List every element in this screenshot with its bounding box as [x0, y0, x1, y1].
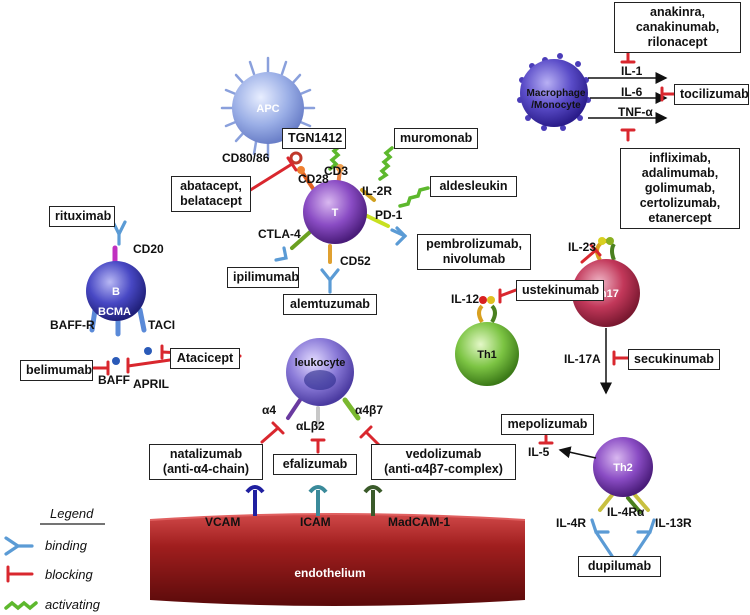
vedolizumab-box: vedolizumab (anti-α4β7-complex) [371, 444, 516, 480]
b-cell [86, 261, 146, 321]
macrophage-label-line2: /Monocyte [531, 100, 581, 111]
dupilumab-box: dupilumab [578, 556, 661, 577]
efalizumab-box: efalizumab [273, 454, 357, 475]
th2-label: Th2 [613, 462, 633, 474]
pd1-label: PD-1 [375, 208, 403, 222]
ustekinumab-box: ustekinumab [516, 280, 604, 301]
a4-label: α4 [262, 403, 277, 417]
cd20-label: CD20 [133, 242, 164, 256]
belimumab-box: belimumab [20, 360, 93, 381]
th1-receptor [477, 296, 497, 324]
il4r-label: IL-4R [556, 516, 586, 530]
natalizumab-box: natalizumab (anti-α4-chain) [149, 444, 263, 480]
icam-label: ICAM [300, 515, 331, 529]
apc-label: APC [256, 103, 279, 115]
legend-activating-label: activating [45, 597, 100, 612]
atacicept-box: Atacicept [170, 348, 240, 369]
ipilimumab-box: ipilimumab [227, 267, 299, 288]
leukocyte-cell [286, 338, 354, 406]
legend-title: Legend [50, 506, 94, 521]
pembrolizumab-box: pembrolizumab, nivolumab [417, 234, 531, 270]
macrophage-cell [517, 53, 591, 131]
secukinumab-box: secukinumab [628, 349, 720, 370]
cd80-86-marker [289, 151, 303, 165]
al-b2-label: αLβ2 [296, 419, 325, 433]
vcam-molecule [245, 485, 265, 516]
icam-molecule [308, 485, 328, 516]
t-cell [303, 180, 367, 244]
abatacept-box: abatacept, belatacept [171, 176, 251, 212]
vcam-label: VCAM [205, 515, 241, 529]
cd52-label: CD52 [340, 254, 371, 268]
taci-label: TACI [148, 318, 176, 332]
leukocyte-label: leukocyte [295, 357, 346, 369]
cd80-86-label: CD80/86 [222, 151, 270, 165]
april-label: APRIL [133, 377, 169, 391]
th17-cell [572, 259, 640, 327]
tnf-label: TNF-α [618, 105, 653, 119]
b-cell-label: B [112, 286, 120, 298]
ctla4-label: CTLA-4 [258, 227, 301, 241]
il1-label: IL-1 [621, 64, 643, 78]
a4b7-label: α4β7 [355, 403, 384, 417]
apc-cell [220, 56, 316, 160]
mepolizumab-box: mepolizumab [501, 414, 594, 435]
baff-molecule [112, 357, 120, 365]
il4ra-label: IL-4Rα [607, 505, 645, 519]
cd28-label: CD28 [298, 172, 329, 186]
binding-symbols [4, 220, 656, 558]
il17a-label: IL-17A [564, 352, 601, 366]
cd3-label: CD3 [324, 164, 349, 178]
macrophage-label-line1: Macrophage [527, 88, 586, 99]
leukocyte-integrins [286, 397, 361, 428]
alemtuzumab-box: alemtuzumab [283, 294, 377, 315]
il5-label: IL-5 [528, 445, 550, 459]
madcam-label: MadCAM-1 [388, 515, 450, 529]
th1-cell [455, 322, 519, 386]
il1-drugs-box: anakinra, canakinumab, rilonacept [614, 2, 741, 53]
legend-blocking-label: blocking [45, 567, 93, 582]
april-molecule [144, 347, 152, 355]
il12-label: IL-12 [451, 292, 480, 306]
il6-label: IL-6 [621, 85, 643, 99]
tgn1412-box: TGN1412 [282, 128, 346, 149]
baff-r-label: BAFF-R [50, 318, 95, 332]
tnf-drugs-box: infliximab, adalimumab, golimumab, certo… [620, 148, 740, 229]
th17-receptor [595, 237, 616, 262]
tocilizumab-box: tocilizumab [674, 84, 749, 105]
rituximab-box: rituximab [49, 206, 115, 227]
il23-label: IL-23 [568, 240, 597, 254]
th2-cell [593, 437, 653, 497]
il5-arrow [558, 446, 597, 459]
endothelium-label: endothelium [294, 566, 365, 580]
th1-label: Th1 [477, 349, 497, 361]
il13r-label: IL-13R [655, 516, 692, 530]
cytokine-arrows [588, 72, 668, 124]
t-cell-label: T [332, 207, 339, 219]
bcma-label: BCMA [98, 306, 131, 318]
madcam-molecule [363, 485, 383, 516]
th2-receptors [598, 493, 650, 514]
endothelium-vessel [149, 513, 526, 606]
activating-symbols [4, 144, 430, 611]
legend-binding-label: binding [45, 538, 87, 553]
aldesleukin-box: aldesleukin [430, 176, 517, 197]
legend-blocking-symbol [6, 565, 34, 583]
muromonab-box: muromonab [394, 128, 478, 149]
il2r-label: IL-2R [362, 184, 392, 198]
baff-label: BAFF [98, 373, 130, 387]
